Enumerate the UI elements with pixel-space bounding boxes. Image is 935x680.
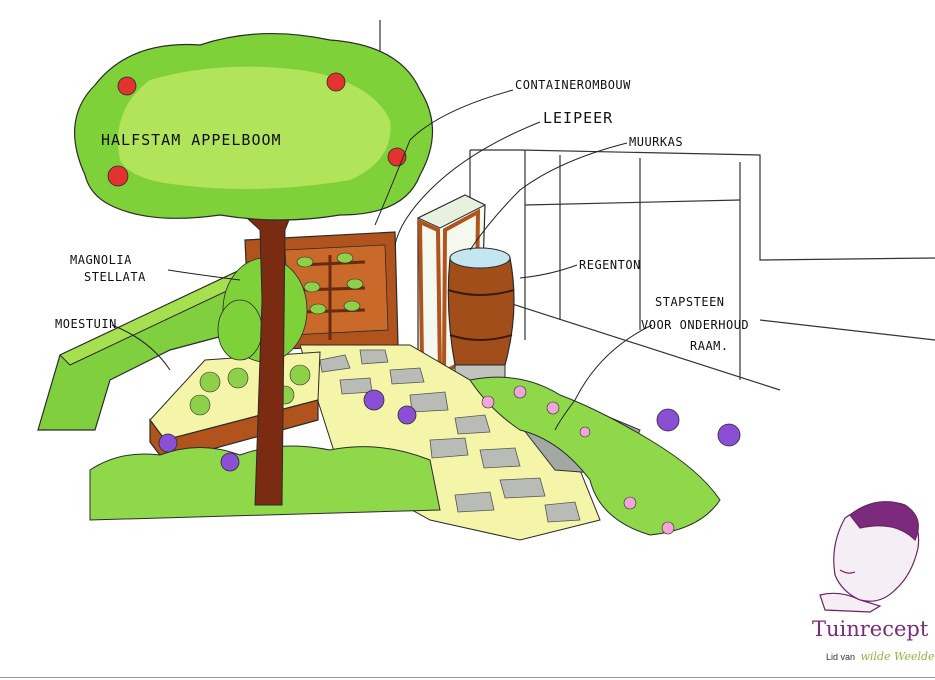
label-halfstam-appelboom: HALFSTAM APPELBOOM [101,131,282,149]
stepping-stones [319,349,581,523]
label-moestuin: MOESTUIN [55,317,117,331]
label-containerombouw: CONTAINEROMBOUW [515,78,631,92]
bottom-rule [0,677,935,678]
brand-membership: Lid van wilde Weelde [826,650,935,663]
purple-flowers [158,389,741,472]
back-fence [379,20,935,391]
brand-portrait-logo [819,501,920,613]
label-muurkas: MUURKAS [629,135,683,149]
brand-member-org: wilde Weelde [860,650,935,663]
brand-member-prefix: Lid van [826,652,856,662]
label-magnolia-line1: MAGNOLIA [70,253,132,267]
right-grass [469,376,721,536]
espalier-leaves [296,252,364,315]
pink-flowers [481,385,675,535]
label-regenton: REGENTON [579,258,641,272]
label-leipeer: LEIPEER [543,109,613,127]
rain-barrel [447,247,515,386]
label-stapsteen-line1: STAPSTEEN [655,295,725,309]
label-stapsteen-line3: RAAM. [690,339,729,353]
label-stapsteen-line2: VOOR ONDERHOUD [641,318,749,332]
label-magnolia-line2: STELLATA [84,270,146,284]
leader-lines [111,89,653,431]
brand-name: Tuinrecept [812,617,929,641]
apple-tree-canopy [74,32,434,221]
apples [107,72,407,187]
